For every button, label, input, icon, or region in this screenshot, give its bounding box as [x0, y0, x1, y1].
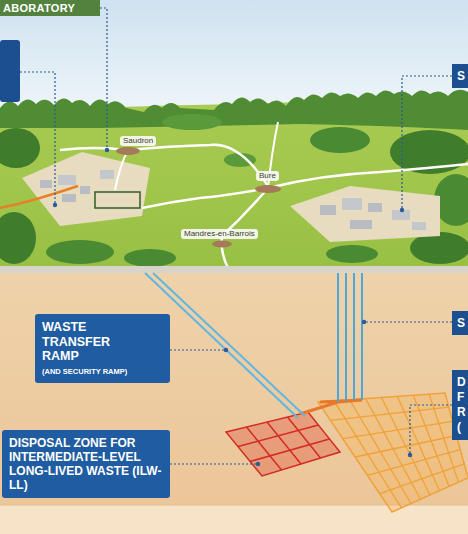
callout-subtitle: (AND SECURITY RAMP) [42, 367, 163, 378]
leader-dot [408, 453, 412, 457]
shaft [353, 273, 355, 400]
ilw-ll-galleries [238, 417, 330, 470]
cropped-callout [0, 40, 20, 102]
forest-horizon [0, 90, 468, 130]
leader-line [366, 321, 452, 322]
callout-title: WASTE TRANSFER RAMP [42, 320, 126, 364]
forest [0, 128, 40, 168]
shaft [337, 273, 339, 402]
leader-line [410, 405, 452, 453]
surface-facility-site [290, 186, 440, 242]
sky [0, 0, 468, 130]
callout-box: S [452, 64, 468, 88]
leader-line [20, 72, 55, 203]
building [412, 222, 426, 230]
forest [162, 114, 222, 130]
callout-title: ABORATORY [3, 2, 96, 14]
callout-box: WASTE TRANSFER RAMP (AND SECURITY RAMP) [35, 314, 170, 383]
leader-dot [256, 462, 260, 466]
callout-box: DISPOSAL ZONE FOR INTERMEDIATE-LEVEL LON… [2, 430, 170, 498]
leader-line [100, 8, 107, 148]
village [212, 241, 232, 248]
building [62, 194, 76, 202]
callout-title: Bure [259, 171, 276, 181]
building [368, 203, 382, 212]
railway [0, 186, 78, 208]
hlw-zone [318, 393, 468, 512]
leader-dot [224, 348, 228, 352]
callout-title: S [457, 316, 468, 330]
leader-dot [53, 203, 57, 207]
access-galleries [300, 400, 362, 414]
place-label: Saudron [120, 136, 156, 146]
village [116, 147, 140, 155]
ilw-ll-zone [226, 412, 340, 476]
callout-box: D F R ( [452, 370, 468, 440]
forest [124, 249, 176, 267]
callout-title: D F R ( [457, 375, 468, 435]
leader-line [170, 463, 256, 464]
site-outline [95, 192, 140, 208]
callout-title: DISPOSAL ZONE FOR INTERMEDIATE-LEVEL LON… [9, 436, 163, 492]
building [320, 205, 336, 215]
building [58, 175, 76, 185]
building [350, 220, 372, 229]
leader-dot [105, 148, 109, 152]
shaft [361, 273, 363, 400]
callout-box: S [452, 311, 468, 335]
surface-edge [0, 266, 468, 273]
road [115, 150, 128, 190]
forest [46, 240, 114, 264]
building [80, 186, 90, 194]
shaft [345, 273, 347, 401]
building [100, 170, 114, 179]
place-label: Mandres-en-Barrois [181, 229, 258, 239]
leader-line [170, 349, 224, 350]
callout-title: Saudron [123, 136, 153, 146]
road [222, 188, 268, 268]
callout-title: S [457, 69, 468, 83]
building [40, 180, 52, 188]
forest [326, 245, 378, 263]
forest [0, 212, 36, 264]
callout-title: Mandres-en-Barrois [184, 229, 255, 239]
leader-dot [400, 208, 404, 212]
forest [310, 127, 370, 153]
road [60, 145, 268, 186]
ramp [153, 273, 305, 416]
hlw-galleries [330, 394, 464, 508]
leader-line [402, 76, 452, 208]
callout-box: ABORATORY [0, 0, 100, 16]
laboratory-site [22, 152, 150, 226]
place-label: Bure [256, 171, 279, 181]
road [142, 188, 268, 208]
leader-dot [362, 320, 366, 324]
road [268, 164, 468, 188]
village [255, 185, 281, 193]
building [342, 198, 362, 210]
